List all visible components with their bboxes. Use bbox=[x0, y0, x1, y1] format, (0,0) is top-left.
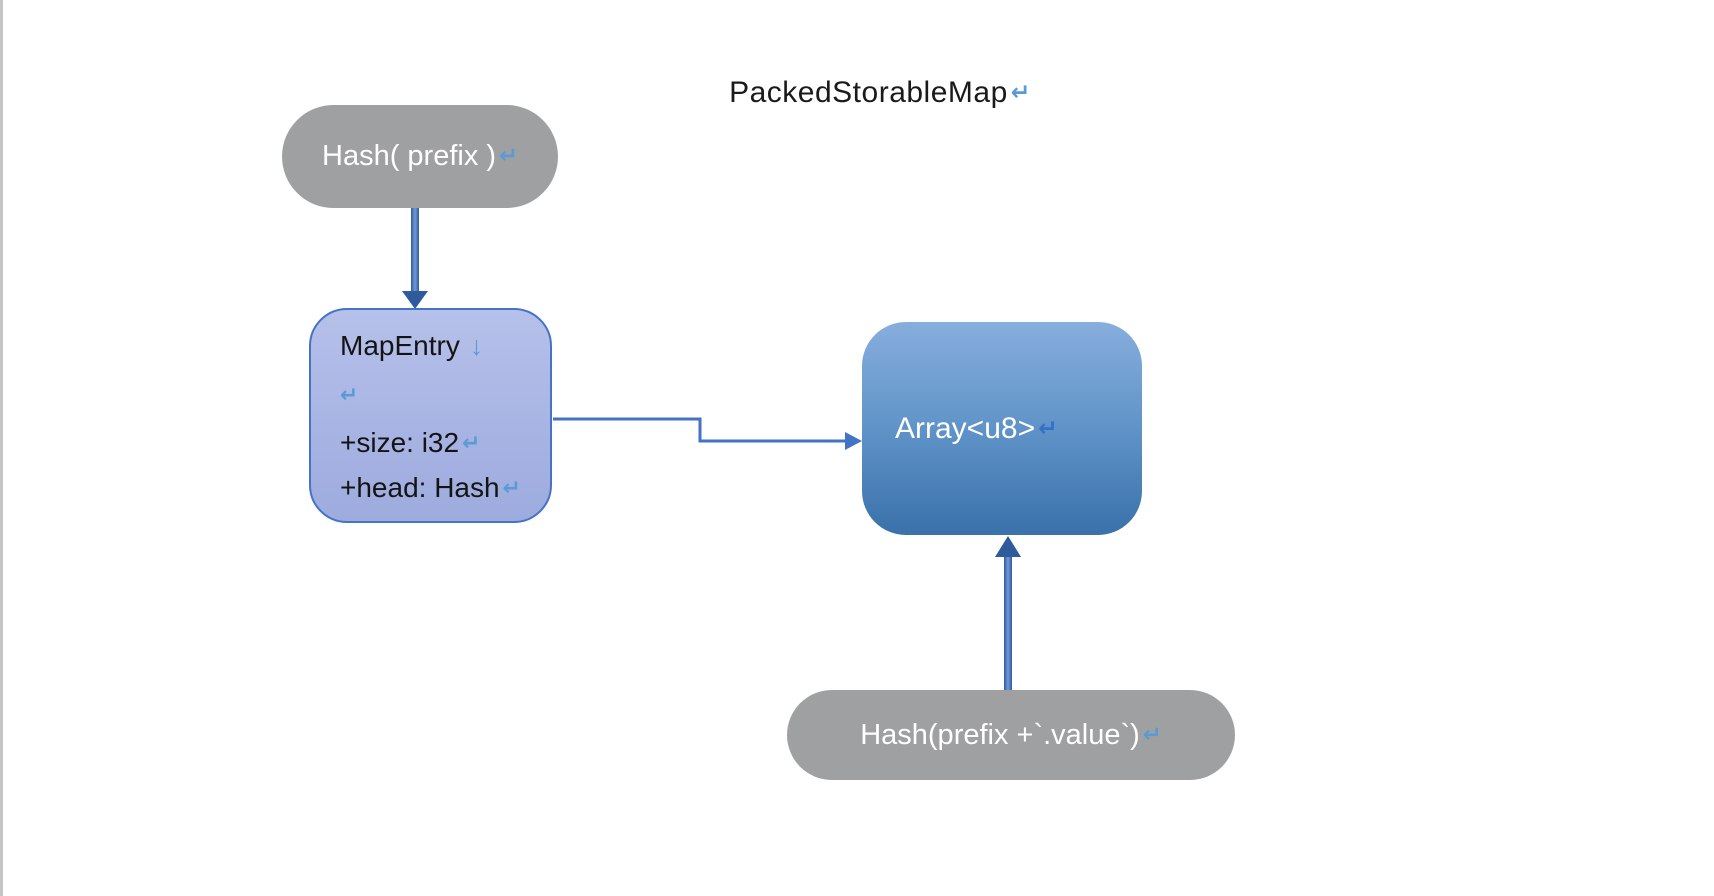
diagram-title-text: PackedStorableMap bbox=[729, 76, 1008, 109]
down-arrow-icon: ↓ bbox=[469, 330, 484, 361]
return-icon: ↵ bbox=[1038, 414, 1058, 441]
arrow-hashprefix-to-mapentry bbox=[402, 208, 428, 309]
map-entry-field-head: +head: Hash↵ bbox=[340, 465, 542, 510]
return-icon: ↵ bbox=[462, 429, 481, 455]
hash-prefix-value-label: Hash(prefix +`.value`) bbox=[860, 718, 1140, 751]
map-entry-field-head-text: +head: Hash bbox=[340, 471, 500, 503]
hash-prefix-value-node[interactable]: Hash(prefix +`.value`)↵ bbox=[787, 690, 1235, 780]
diagram-title: PackedStorableMap↵ bbox=[650, 72, 1110, 114]
array-u8-label: Array<u8> bbox=[895, 411, 1036, 445]
map-entry-title: MapEntry bbox=[340, 330, 460, 361]
map-entry-node[interactable]: MapEntry↓ ↵ +size: i32↵ +head: Hash↵ bbox=[309, 308, 552, 523]
map-entry-blank-line: ↵ bbox=[340, 370, 542, 420]
hash-prefix-node[interactable]: Hash( prefix )↵ bbox=[282, 105, 558, 208]
map-entry-title-line: MapEntry ↓ bbox=[340, 322, 542, 370]
window-left-border bbox=[0, 0, 3, 896]
return-icon: ↵ bbox=[499, 143, 518, 169]
return-icon: ↵ bbox=[502, 474, 521, 500]
array-u8-node[interactable]: Array<u8>↵ bbox=[862, 322, 1142, 535]
return-icon: ↵ bbox=[1010, 79, 1031, 106]
map-entry-field-size-text: +size: i32 bbox=[340, 426, 460, 458]
arrow-mapentry-to-array bbox=[553, 417, 862, 450]
hash-prefix-label: Hash( prefix ) bbox=[322, 140, 497, 172]
return-icon: ↵ bbox=[1142, 721, 1162, 747]
return-icon: ↵ bbox=[340, 382, 359, 408]
arrow-hashvalue-to-array bbox=[995, 536, 1021, 690]
map-entry-field-size: +size: i32↵ bbox=[340, 420, 542, 465]
